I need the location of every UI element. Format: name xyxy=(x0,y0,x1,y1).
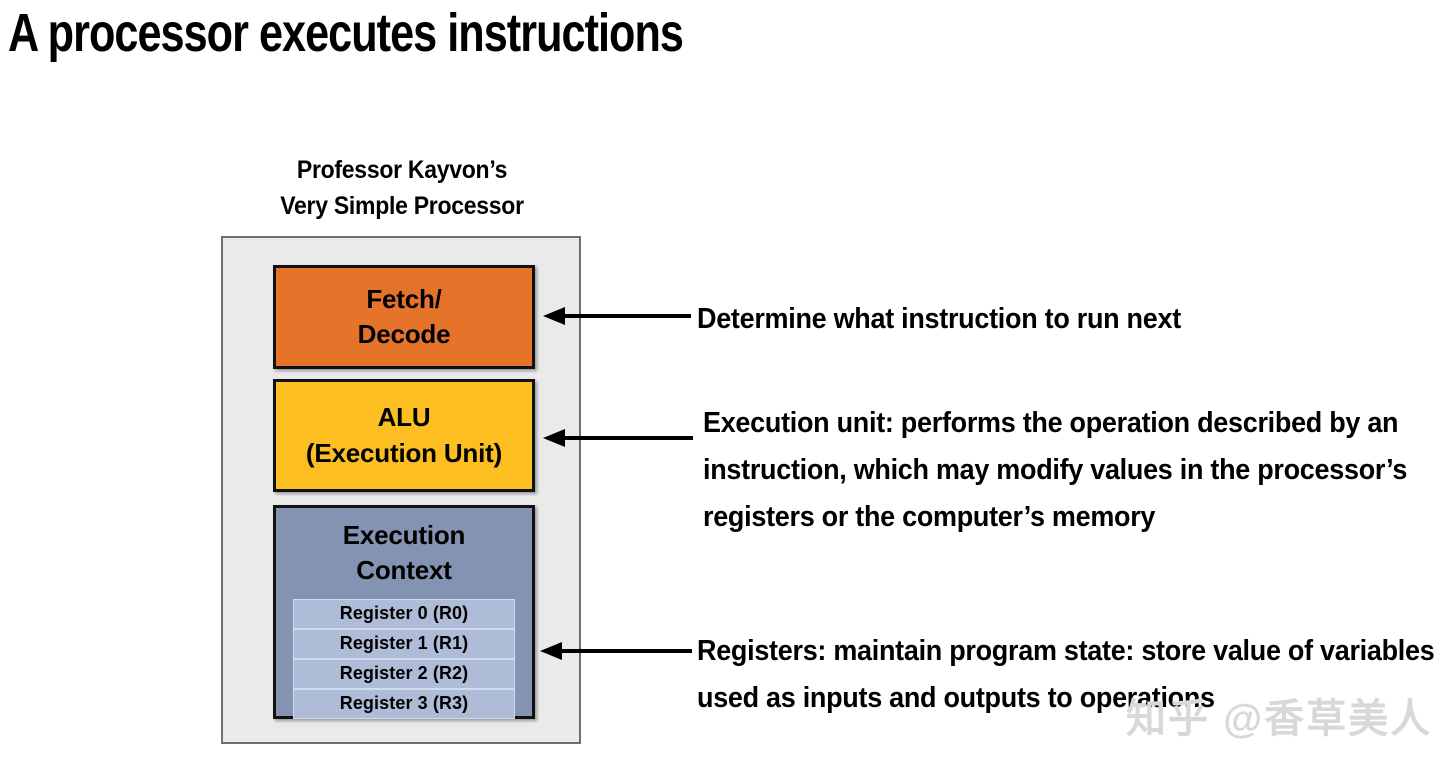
fetch-decode-label-line-2: Decode xyxy=(357,319,451,349)
arrow-head xyxy=(543,307,565,325)
execution-context-block: Execution Context Register 0 (R0) Regist… xyxy=(273,505,535,719)
arrow-head xyxy=(540,642,562,660)
arrow-line xyxy=(559,314,691,318)
arrow-left-icon xyxy=(543,427,693,449)
alu-label-line-1: ALU xyxy=(377,402,431,433)
watermark: 知乎 @香草美人 xyxy=(1126,697,1433,741)
register-list: Register 0 (R0) Register 1 (R1) Register… xyxy=(293,598,515,719)
register-row: Register 1 (R1) xyxy=(294,629,514,660)
arrow-left-icon xyxy=(543,305,691,327)
arrow-line xyxy=(556,649,692,653)
annotation-fetch-decode: Determine what instruction to run next xyxy=(697,303,1181,335)
page-title: A processor executes instructions xyxy=(8,3,684,63)
alu-block: ALU (Execution Unit) xyxy=(273,379,535,492)
processor-caption: Professor Kayvon’s Very Simple Processor xyxy=(236,152,567,224)
fetch-decode-block: Fetch/ Decode xyxy=(273,265,535,369)
fetch-decode-label-line-1: Fetch/ xyxy=(366,283,442,314)
arrow-left-icon xyxy=(540,640,692,662)
arrow-head xyxy=(543,429,565,447)
execution-context-title: Execution Context xyxy=(342,518,466,589)
execution-context-title-line-2: Context xyxy=(356,555,452,586)
execution-context-title-line-1: Execution xyxy=(342,520,466,550)
processor-chassis: Fetch/ Decode ALU (Execution Unit) Execu… xyxy=(221,236,581,744)
annotation-registers: Registers: maintain program state: store… xyxy=(697,635,1435,714)
arrow-line xyxy=(559,436,693,440)
register-row: Register 2 (R2) xyxy=(294,659,514,690)
alu-label-line-2: (Execution Unit) xyxy=(305,437,503,468)
processor-caption-line-2: Very Simple Processor xyxy=(280,192,524,220)
processor-caption-line-1: Professor Kayvon’s xyxy=(296,156,508,184)
register-row: Register 3 (R3) xyxy=(294,689,514,718)
annotation-alu: Execution unit: performs the operation d… xyxy=(703,407,1408,533)
register-row: Register 0 (R0) xyxy=(294,599,514,630)
